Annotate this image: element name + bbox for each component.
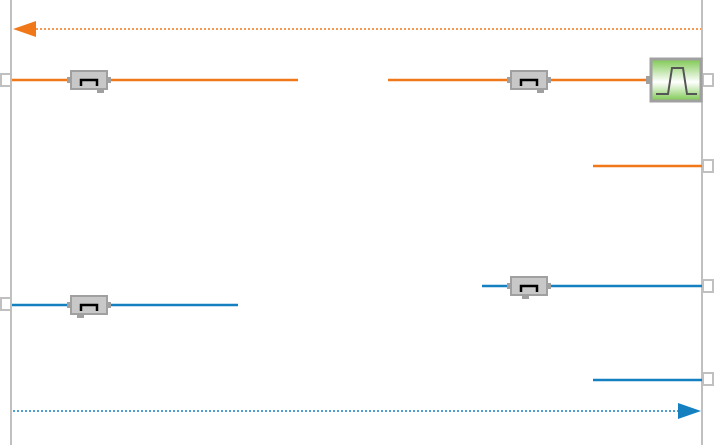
tunnel-icon[interactable] bbox=[0, 73, 12, 87]
buffer-node-icon[interactable] bbox=[67, 295, 111, 318]
buffer-node-icon[interactable] bbox=[507, 276, 551, 299]
buffer-node-icon[interactable] bbox=[507, 70, 551, 93]
tunnel-icon[interactable] bbox=[702, 73, 714, 87]
tunnel-icon[interactable] bbox=[702, 372, 714, 386]
left-arrow-icon bbox=[13, 21, 36, 37]
pulse-filter-icon[interactable] bbox=[646, 57, 703, 103]
buffer-node-icon[interactable] bbox=[67, 70, 111, 93]
right-arrow-icon bbox=[678, 403, 701, 419]
tunnel-icon[interactable] bbox=[0, 297, 12, 311]
tunnel-icon[interactable] bbox=[702, 159, 714, 173]
tunnel-icon[interactable] bbox=[702, 279, 714, 293]
